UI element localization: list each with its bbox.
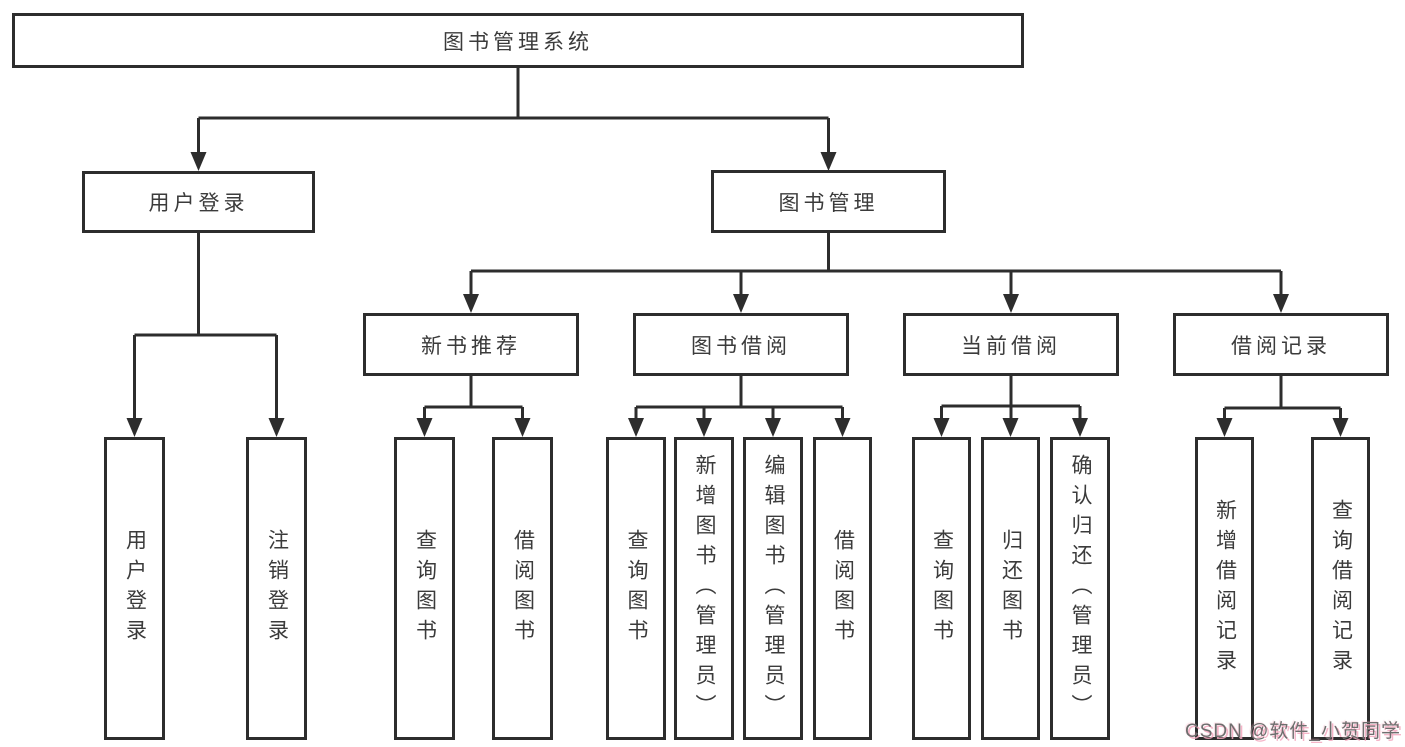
leaf-query-books-recommend: 查询图书: [394, 437, 455, 740]
arrowhead-icon: [834, 418, 851, 437]
arrowhead-icon: [1072, 418, 1088, 437]
csdn-watermark: CSDN @软件_小贺同学: [1185, 721, 1401, 742]
leaf-add-books-admin: 新增图书（管理员）: [674, 437, 734, 740]
arrowhead-icon: [628, 418, 644, 437]
node-user-login: 用户登录: [82, 171, 315, 233]
arrowhead-icon: [820, 152, 837, 171]
node-new-book-recommend: 新书推荐: [363, 313, 579, 376]
arrowhead-icon: [126, 418, 143, 437]
node-current-borrowing: 当前借阅: [903, 313, 1119, 376]
arrowhead-icon: [268, 418, 285, 437]
leaf-edit-books-admin: 编辑图书（管理员）: [743, 437, 803, 740]
node-book-management: 图书管理: [711, 170, 946, 233]
leaf-query-borrow-record: 查询借阅记录: [1311, 437, 1370, 740]
arrowhead-icon: [1273, 294, 1289, 313]
leaf-add-borrow-record: 新增借阅记录: [1195, 437, 1254, 740]
connector-root-to-level1: [197, 68, 830, 154]
arrowhead-icon: [514, 418, 531, 437]
arrowhead-icon: [463, 294, 479, 313]
node-borrow-records: 借阅记录: [1173, 313, 1389, 376]
leaf-return-books: 归还图书: [981, 437, 1040, 740]
arrowhead-icon: [933, 418, 950, 437]
leaf-borrow-books-recommend: 借阅图书: [492, 437, 553, 740]
arrowhead-icon: [765, 418, 781, 437]
leaf-borrow-books-borrowing: 借阅图书: [813, 437, 872, 740]
connector-borrow-records-to-leaves: [1223, 376, 1342, 420]
connector-user-login-to-leaves: [133, 233, 278, 420]
arrowhead-icon: [1003, 294, 1019, 313]
leaf-user-login: 用户登录: [104, 437, 165, 740]
connector-current-borrowing-to-leaves: [940, 376, 1082, 420]
node-library-management-system: 图书管理系统: [12, 13, 1024, 68]
arrowhead-icon: [696, 418, 712, 437]
arrowhead-icon: [1216, 418, 1233, 437]
connector-book-management-to-level2: [469, 233, 1283, 296]
arrowhead-icon: [733, 294, 749, 313]
arrowhead-icon: [1332, 418, 1349, 437]
node-book-borrowing: 图书借阅: [633, 313, 849, 376]
leaf-logout: 注销登录: [246, 437, 307, 740]
connector-new-book-recommend-to-leaves: [423, 376, 524, 420]
arrowhead-icon: [1002, 418, 1019, 437]
leaf-confirm-return-admin: 确认归还（管理员）: [1050, 437, 1110, 740]
connector-book-borrowing-to-leaves: [634, 376, 844, 420]
leaf-query-books-borrowing: 查询图书: [606, 437, 666, 740]
arrowhead-icon: [190, 152, 207, 171]
arrowhead-icon: [416, 418, 433, 437]
leaf-query-books-current: 查询图书: [912, 437, 971, 740]
